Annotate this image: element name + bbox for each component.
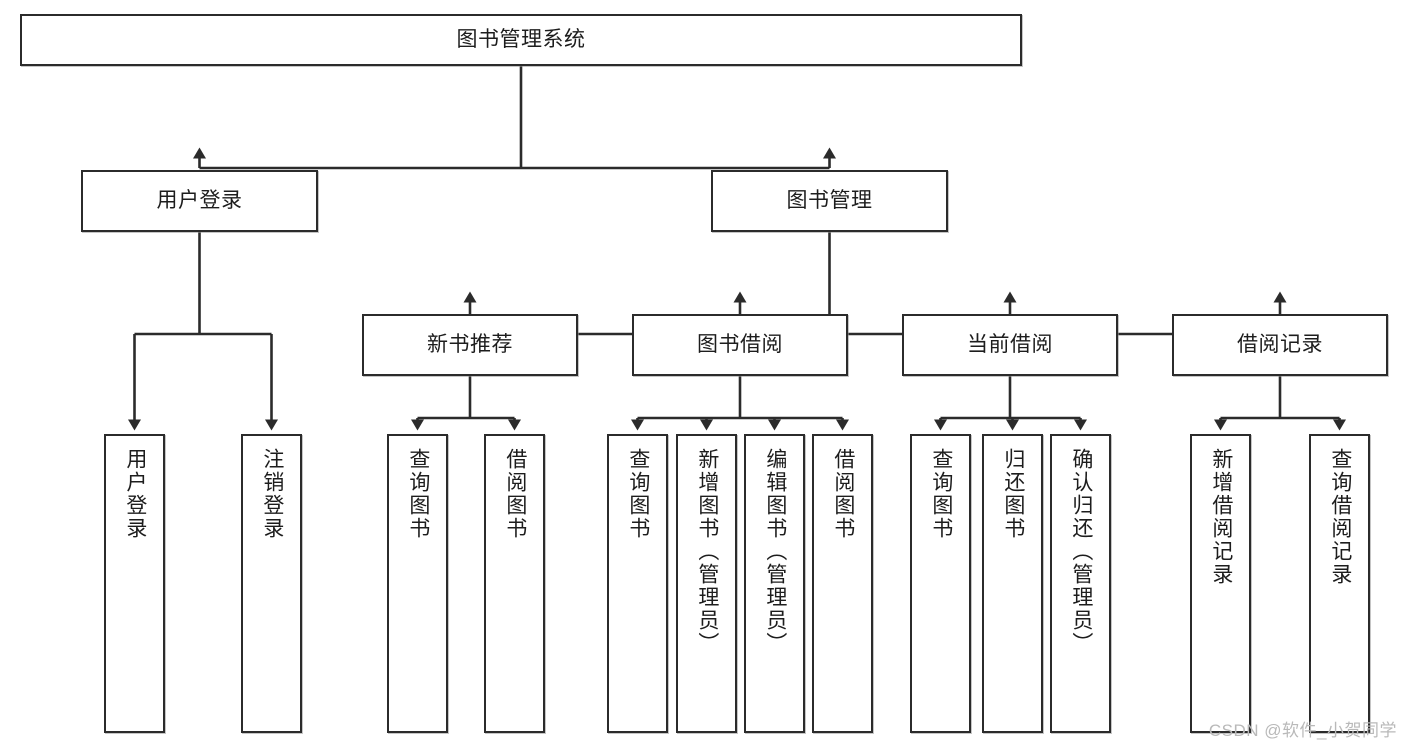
node-leaf-rec-borrow[interactable]: 借阅图书 [484,434,545,733]
node-user-login[interactable]: 用户登录 [81,170,318,232]
node-leaf-bor-lend[interactable]: 借阅图书 [812,434,873,733]
node-leaf-bor-add[interactable]: 新增图书（管理员） [676,434,737,733]
node-root[interactable]: 图书管理系统 [20,14,1022,66]
node-label: 归还图书 [1001,448,1025,540]
node-leaf-rcd-query[interactable]: 查询借阅记录 [1309,434,1370,733]
node-label: 借阅记录 [1237,332,1323,356]
node-book-borrow[interactable]: 图书借阅 [632,314,848,376]
node-book-manage[interactable]: 图书管理 [711,170,948,232]
node-leaf-cur-confirm[interactable]: 确认归还（管理员） [1050,434,1111,733]
node-label: 借阅图书 [831,448,855,540]
node-label: 查询借阅记录 [1328,448,1352,586]
node-label: 新书推荐 [427,332,513,356]
node-label: 借阅图书 [503,448,527,540]
node-label: 注销登录 [260,448,284,540]
node-leaf-user-logout[interactable]: 注销登录 [241,434,302,733]
node-label: 用户登录 [123,448,147,540]
node-new-book-rec[interactable]: 新书推荐 [362,314,578,376]
node-label: 确认归还（管理员） [1069,448,1093,655]
node-current-borrow[interactable]: 当前借阅 [902,314,1118,376]
node-label: 新增图书（管理员） [695,448,719,655]
node-label: 查询图书 [406,448,430,540]
node-label: 查询图书 [626,448,650,540]
node-leaf-cur-return[interactable]: 归还图书 [982,434,1043,733]
node-leaf-bor-query[interactable]: 查询图书 [607,434,668,733]
node-leaf-cur-query[interactable]: 查询图书 [910,434,971,733]
node-label: 图书管理系统 [456,27,586,51]
node-label: 图书借阅 [697,332,783,356]
node-leaf-user-login[interactable]: 用户登录 [104,434,165,733]
node-leaf-bor-edit[interactable]: 编辑图书（管理员） [744,434,805,733]
node-label: 当前借阅 [967,332,1053,356]
node-label: 用户登录 [156,188,243,212]
node-leaf-rcd-add[interactable]: 新增借阅记录 [1190,434,1251,733]
node-label: 新增借阅记录 [1209,448,1233,586]
node-label: 查询图书 [929,448,953,540]
node-label: 编辑图书（管理员） [763,448,787,655]
node-borrow-record[interactable]: 借阅记录 [1172,314,1388,376]
node-leaf-rec-query[interactable]: 查询图书 [387,434,448,733]
node-label: 图书管理 [786,188,873,212]
